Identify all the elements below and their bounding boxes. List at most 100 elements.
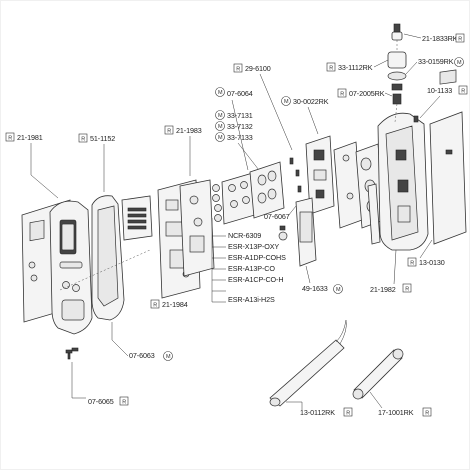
leader-line — [369, 391, 383, 409]
material-tag-letter: M — [218, 135, 223, 141]
replacement-tag-letter: R — [329, 66, 333, 72]
small-fasteners — [289, 157, 302, 193]
part-label-33-1112rk[interactable]: 33-1112RK — [338, 63, 373, 72]
material-tag-letter: M — [218, 90, 223, 96]
belt-clip — [429, 69, 467, 245]
sensor-board — [179, 179, 215, 277]
part-label-51-1152[interactable]: 51-1152 — [90, 134, 115, 143]
connector-block — [121, 195, 153, 241]
part-label-13-0130[interactable]: 13-0130 — [419, 258, 445, 267]
replacement-tag — [326, 62, 336, 72]
part-label-33-0159rk[interactable]: 33-0159RK — [418, 57, 454, 66]
part-label-07-6065[interactable]: 07-6065 — [88, 397, 114, 406]
material-tag-letter: M — [336, 287, 341, 293]
part-label-21-1833rk[interactable]: 21-1833RK — [422, 34, 458, 43]
part-label-21-1984[interactable]: 21-1984 — [162, 300, 188, 309]
material-tag — [215, 87, 225, 97]
replacement-tag-letter: R — [81, 137, 85, 143]
leader-line — [259, 73, 293, 151]
replacement-tag-letter: R — [153, 303, 157, 309]
part-label-21-1981[interactable]: 21-1981 — [17, 133, 43, 142]
material-tag — [215, 132, 225, 142]
part-label-29-6100[interactable]: 29-6100 — [245, 64, 271, 73]
replacement-tag-letter: R — [346, 411, 350, 417]
part-label-07-6063[interactable]: 07-6063 — [129, 351, 155, 360]
material-tag-letter: M — [218, 124, 223, 130]
replacement-tag-letter: R — [425, 411, 429, 417]
part-label-07-6067[interactable]: 07-6067 — [264, 212, 290, 221]
leader-line — [419, 239, 433, 259]
replacement-tag-letter: R — [410, 261, 414, 267]
replacement-tag — [5, 132, 15, 142]
replacement-tag-letter: R — [461, 89, 465, 95]
part-label-21-1983[interactable]: 21-1983 — [176, 126, 202, 135]
material-tag-letter: M — [457, 60, 462, 66]
leader-line — [419, 95, 441, 119]
leader-line — [373, 59, 389, 68]
leader-line — [30, 143, 59, 199]
part-label-33-7133[interactable]: 33-7133 — [227, 133, 253, 142]
material-tag — [215, 110, 225, 120]
leader-line — [111, 322, 129, 357]
material-tag-letter: M — [166, 354, 171, 360]
part-label-10-1133[interactable]: 10-1133 — [427, 86, 452, 95]
replacement-tag-letter: R — [236, 67, 240, 73]
replacement-tag — [164, 125, 174, 135]
part-label-esr-a13p-co[interactable]: ESR-A13P-CO — [228, 264, 275, 273]
leader-line — [286, 401, 303, 410]
replacement-tag — [455, 33, 465, 43]
replacement-tag — [458, 85, 468, 95]
replacement-tag — [402, 283, 412, 293]
replacement-tag — [150, 299, 160, 309]
leader-line — [405, 61, 418, 75]
probe-wand — [269, 319, 347, 407]
assembly-axis — [394, 103, 398, 123]
material-tag-letter: M — [218, 113, 223, 119]
leader-line — [231, 99, 249, 171]
sensor-stack — [212, 184, 222, 222]
part-label-07-6064[interactable]: 07-6064 — [227, 89, 253, 98]
pump-module — [305, 135, 335, 215]
leader-line — [403, 33, 422, 39]
replacement-tag — [119, 396, 129, 406]
part-label-esr-a13i-h2s[interactable]: ESR-A13i-H2S — [228, 295, 275, 304]
screw — [65, 347, 79, 360]
part-label-ncr-6309[interactable]: NCR-6309 — [228, 231, 261, 240]
clip-screw — [413, 115, 419, 123]
leader-line — [307, 106, 319, 135]
replacement-tag — [233, 63, 243, 73]
part-label-13-0112rk[interactable]: 13-0112RK — [300, 408, 335, 417]
part-label-esr-a1dp-cohs[interactable]: ESR-A1DP-COHS — [228, 253, 286, 262]
leader-line — [384, 92, 393, 97]
replacement-tag — [78, 133, 88, 143]
material-tag — [163, 351, 173, 361]
replacement-tag-letter: R — [458, 37, 462, 43]
material-tag — [215, 121, 225, 131]
material-tag — [333, 284, 343, 294]
sample-tube — [352, 348, 404, 400]
leader-line — [287, 205, 297, 217]
leader-line — [211, 218, 226, 303]
rear-housing — [377, 112, 429, 251]
replacement-tag — [337, 88, 347, 98]
part-label-33-7132[interactable]: 33-7132 — [227, 122, 253, 131]
part-label-esr-x13p-oxy[interactable]: ESR-X13P-OXY — [228, 242, 280, 251]
material-tag-letter: M — [284, 99, 289, 105]
part-label-21-1982[interactable]: 21-1982 — [370, 285, 396, 294]
part-label-33-7131[interactable]: 33-7131 — [227, 111, 253, 120]
replacement-tag-letter: R — [405, 287, 409, 293]
replacement-tag-letter: R — [167, 129, 171, 135]
part-label-30-0022rk[interactable]: 30-0022RK — [293, 97, 329, 106]
leader-line — [237, 142, 263, 175]
replacement-tag-letter: R — [122, 400, 126, 406]
material-tag — [454, 57, 464, 67]
replacement-tag — [422, 407, 432, 417]
part-label-49-1633[interactable]: 49-1633 — [302, 284, 328, 293]
part-label-17-1001rk[interactable]: 17-1001RK — [378, 408, 414, 417]
replacement-tag-letter: R — [8, 136, 12, 142]
replacement-tag — [343, 407, 353, 417]
part-label-07-2005rk[interactable]: 07-2005RK — [349, 89, 385, 98]
replacement-tag-letter: R — [340, 92, 344, 98]
part-label-esr-a1cp-co-h[interactable]: ESR-A1CP-CO-H — [228, 275, 284, 284]
